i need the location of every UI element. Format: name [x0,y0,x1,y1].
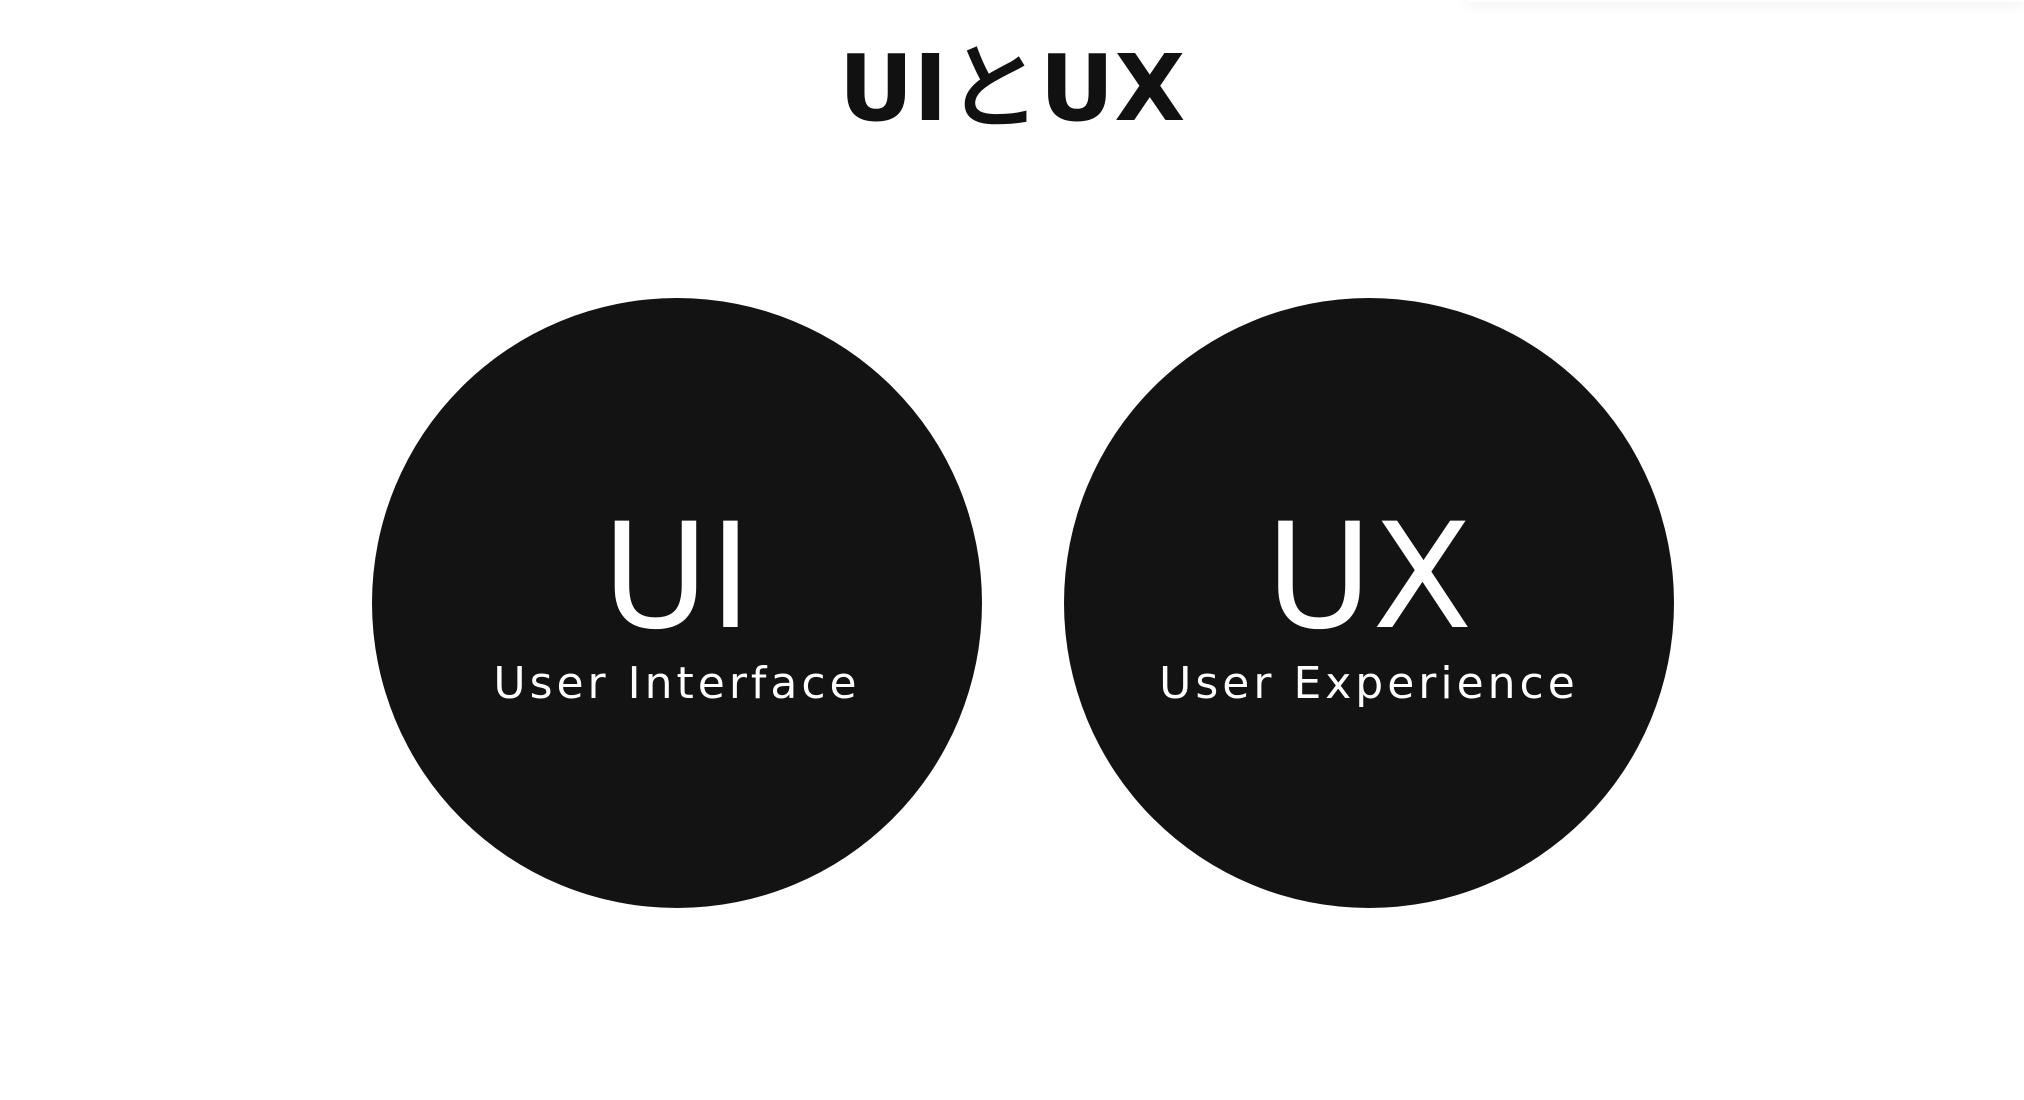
slide-title: UIとUX [838,35,1186,142]
top-edge-shadow [1464,0,2024,2]
ux-circle: UX User Experience [1064,298,1674,908]
ui-full-name: User Interface [493,658,861,709]
ui-circle: UI User Interface [372,298,982,908]
ui-abbreviation: UI [602,492,752,662]
ux-abbreviation: UX [1265,492,1473,662]
ux-full-name: User Experience [1159,658,1579,709]
